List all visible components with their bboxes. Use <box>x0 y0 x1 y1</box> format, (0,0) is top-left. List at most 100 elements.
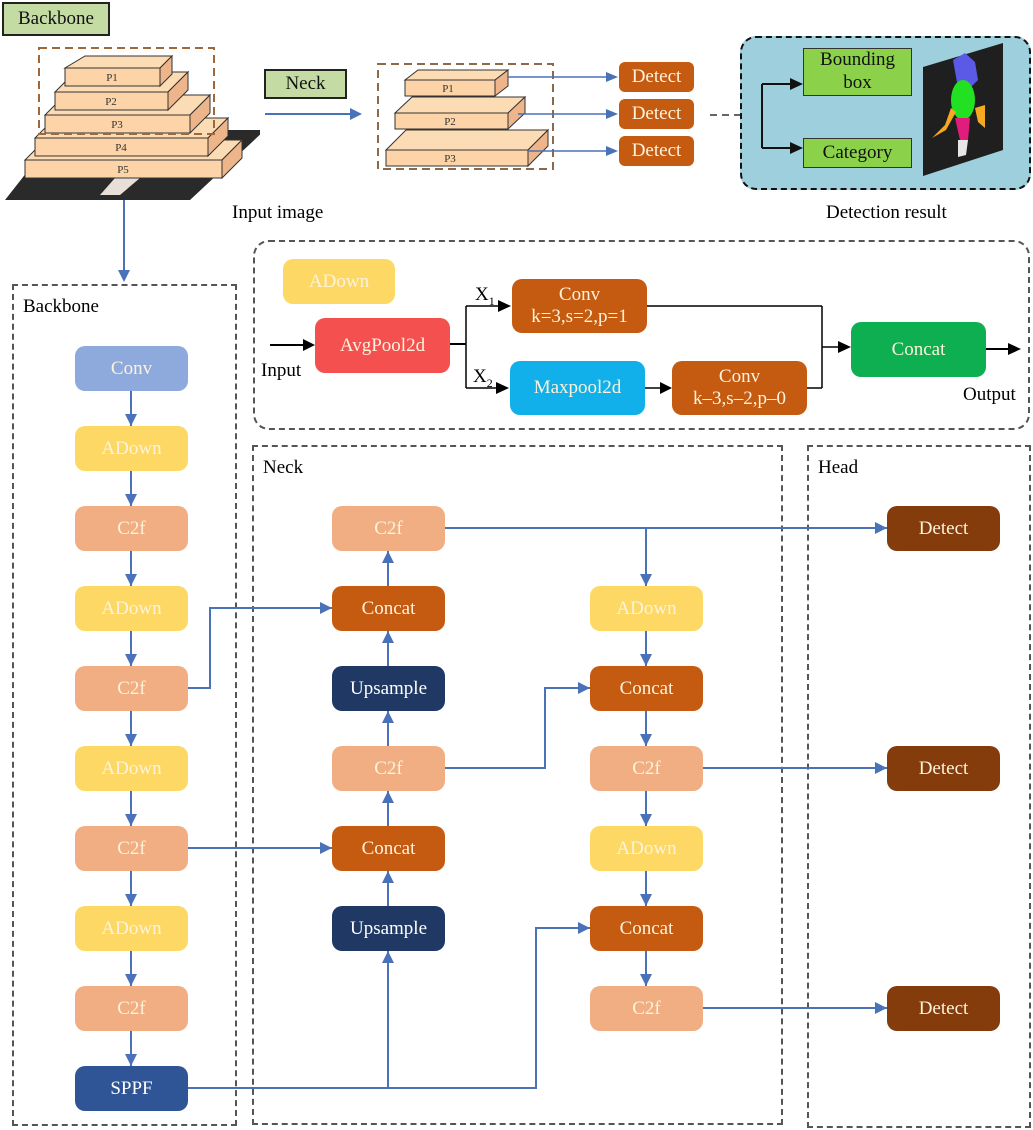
concat4-to-c2fright2-arrow-arrowhead <box>640 974 652 986</box>
input-image-subject <box>100 178 140 195</box>
c2fmid-to-concat3-arrow-arrowhead <box>578 682 590 694</box>
head-detect-1: Detect <box>887 506 1000 551</box>
neck-panel <box>252 445 783 1125</box>
slab-label-p2: P2 <box>105 96 117 108</box>
result-connectors <box>761 43 1003 176</box>
slab-label-p5: P5 <box>117 164 129 176</box>
slab-label-p4: P4 <box>115 142 127 154</box>
backbone-tag: Backbone <box>2 2 110 36</box>
backbone-arrow-3-arrowhead <box>125 574 137 586</box>
top-detect-2: Detect <box>619 99 694 129</box>
c2fright1-to-detect2-arrow-arrowhead <box>875 762 887 774</box>
adown-conv2-title: Conv <box>718 366 761 388</box>
pyramid-slab-p1 <box>63 54 174 88</box>
backbone-arrow-7-arrowhead <box>125 894 137 906</box>
input-image-label: Input image <box>232 202 324 223</box>
backbone-adown-4: ADown <box>75 906 188 951</box>
adown-conv1-params: k=3,s=2,p=1 <box>531 306 628 327</box>
neck-concat-2: Concat <box>332 826 445 871</box>
backbone-c2f-2: C2f <box>75 666 188 711</box>
neck-adown-2: ADown <box>590 826 703 871</box>
backbone-adown-1: ADown <box>75 426 188 471</box>
slab-label-p3: P3 <box>111 119 123 131</box>
adown-conv2-node: Conv k–3,s–2,p–0 <box>672 361 807 415</box>
backbone-c2f-1: C2f <box>75 506 188 551</box>
head-detect-2: Detect <box>887 746 1000 791</box>
c2ftop-to-adown1-arrow-arrowhead <box>640 574 652 586</box>
head-panel-title: Head <box>818 457 859 478</box>
branch-x2-label: X2 <box>473 366 493 390</box>
backbone-panel <box>12 284 237 1126</box>
neck-pyramid-slab-p3 <box>384 128 550 168</box>
neck-concat-1: Concat <box>332 586 445 631</box>
top-connectors: P1 P2 P3 <box>265 63 740 170</box>
concat1-to-c2ftop-arrow-arrowhead <box>382 551 394 563</box>
neck-panel-title: Neck <box>263 457 304 478</box>
top-detect-3: Detect <box>619 136 694 166</box>
maxpool2d-node: Maxpool2d <box>510 361 645 415</box>
neck-pyramid-slab-p2 <box>393 95 527 131</box>
backbone-adown-3: ADown <box>75 746 188 791</box>
adown-output-label: Output <box>963 384 1016 405</box>
pyramid-to-backbone-arrow <box>118 200 130 282</box>
neck-upsample-1: Upsample <box>332 666 445 711</box>
c2fmid-to-concat3-arrow <box>445 687 590 769</box>
slab-label-p1: P1 <box>106 72 118 84</box>
c2ftop-to-detect1-arrow-arrowhead <box>875 522 887 534</box>
adown-conv2-params: k–3,s–2,p–0 <box>693 388 786 409</box>
top-detect-1: Detect <box>619 62 694 92</box>
backbone-arrow-6-arrowhead <box>125 814 137 826</box>
adown2-to-concat4-arrow-arrowhead <box>640 894 652 906</box>
neck-arrowhead <box>350 108 362 120</box>
upsample2-to-concat2-arrow-arrowhead <box>382 871 394 883</box>
sppf-to-upsample2-arrow <box>188 951 389 1089</box>
backbone-arrow-5-arrowhead <box>125 734 137 746</box>
adown-conv1-node: Conv k=3,s=2,p=1 <box>512 279 647 333</box>
adown-detail-panel <box>253 240 1030 430</box>
neck-adown-1: ADown <box>590 586 703 631</box>
avgpool2d-node: AvgPool2d <box>315 318 450 373</box>
neck-slab-label-p3: P3 <box>444 153 456 165</box>
detection-result-label: Detection result <box>826 202 947 223</box>
c2fright2-to-detect3-arrow-arrowhead <box>875 1002 887 1014</box>
c2f2-to-concat1-arrow <box>188 607 332 689</box>
backbone-conv: Conv <box>75 346 188 391</box>
c2f2-to-concat1-arrow-arrowhead <box>320 602 332 614</box>
concat3-to-c2fright1-arrow-arrowhead <box>640 734 652 746</box>
neck-c2f-mid: C2f <box>332 746 445 791</box>
neck-tag: Neck <box>264 69 347 99</box>
backbone-sppf: SPPF <box>75 1066 188 1111</box>
backbone-arrow-9-arrowhead <box>125 1054 137 1066</box>
neck-slab-label-p2: P2 <box>444 116 456 128</box>
bounding-box-output: Bounding box <box>803 48 912 96</box>
sppf-to-concat4-arrow-arrowhead <box>578 922 590 934</box>
neck-slab-label-p1: P1 <box>442 83 454 95</box>
branch-x1-label: X1 <box>475 284 495 308</box>
adown1-to-concat3-arrow-arrowhead <box>640 654 652 666</box>
adown-concat-node: Concat <box>851 322 986 377</box>
backbone-arrow-4-arrowhead <box>125 654 137 666</box>
concat2-to-c2fmid-arrow-arrowhead <box>382 791 394 803</box>
backbone-c2f-3: C2f <box>75 826 188 871</box>
adown-legend: ADown <box>283 259 395 304</box>
category-output: Category <box>803 138 912 168</box>
backbone-arrow-8-arrowhead <box>125 974 137 986</box>
c2fmid-to-upsample1-arrow-arrowhead <box>382 711 394 723</box>
backbone-arrow-1-arrowhead <box>125 414 137 426</box>
neck-c2f-top: C2f <box>332 506 445 551</box>
adown-input-label: Input <box>261 360 302 381</box>
neck-upsample-2: Upsample <box>332 906 445 951</box>
upsample1-to-concat1-arrow-arrowhead <box>382 631 394 643</box>
c2f3-to-concat2-arrow-arrowhead <box>320 842 332 854</box>
backbone-pyramid-illustration: P1 P2 P3 P4 P5 <box>5 47 260 200</box>
backbone-panel-title: Backbone <box>23 296 99 317</box>
backbone-c2f-4: C2f <box>75 986 188 1031</box>
c2fright1-to-adown2-arrow-arrowhead <box>640 814 652 826</box>
backbone-adown-2: ADown <box>75 586 188 631</box>
neck-c2f-right-2: C2f <box>590 986 703 1031</box>
head-detect-3: Detect <box>887 986 1000 1031</box>
head-panel <box>807 445 1031 1128</box>
neck-concat-3: Concat <box>590 666 703 711</box>
neck-c2f-right-1: C2f <box>590 746 703 791</box>
